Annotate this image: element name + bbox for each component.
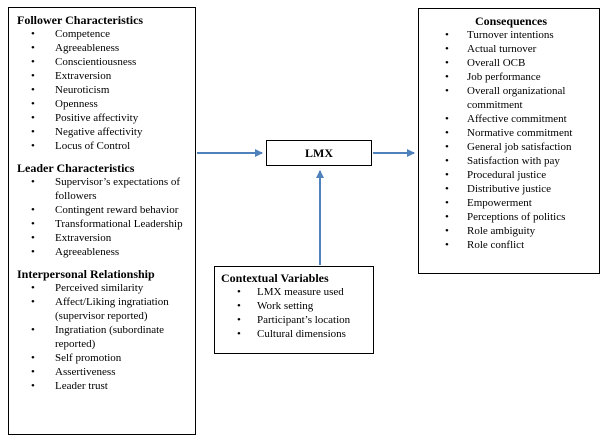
- list-item: Satisfaction with pay: [427, 154, 595, 168]
- list-item: Transformational Leadership: [17, 217, 191, 231]
- list-item: Agreeableness: [17, 41, 191, 55]
- interpersonal-relationship-section: Interpersonal Relationship Perceived sim…: [17, 267, 191, 393]
- list-item: Leader trust: [17, 379, 191, 393]
- leader-characteristics-section: Leader Characteristics Supervisor’s expe…: [17, 161, 191, 259]
- list-item: Procedural justice: [427, 168, 595, 182]
- list-item: Affect/Liking ingratiation (supervisor r…: [17, 295, 191, 323]
- list-item: Agreeableness: [17, 245, 191, 259]
- list-item: Locus of Control: [17, 139, 191, 153]
- list-item: Cultural dimensions: [221, 327, 369, 341]
- list-item: Normative commitment: [427, 126, 595, 140]
- list-item: Perceptions of politics: [427, 210, 595, 224]
- lmx-label: LMX: [305, 145, 333, 160]
- section-heading: Leader Characteristics: [17, 161, 135, 175]
- consequences-heading: Consequences: [474, 14, 547, 28]
- list-item: Ingratiation (subordinate reported): [17, 323, 191, 351]
- list-item: Job performance: [427, 70, 595, 84]
- list-item: Turnover intentions: [427, 28, 595, 42]
- list-item: Overall OCB: [427, 56, 595, 70]
- list-item: Affective commitment: [427, 112, 595, 126]
- list-item: Distributive justice: [427, 182, 595, 196]
- list-item: Positive affectivity: [17, 111, 191, 125]
- list-item: Empowerment: [427, 196, 595, 210]
- antecedents-box: Follower Characteristics Competence Agre…: [8, 7, 196, 435]
- list-item: Conscientiousness: [17, 55, 191, 69]
- list-item: Contingent reward behavior: [17, 203, 191, 217]
- list-item: Participant’s location: [221, 313, 369, 327]
- follower-characteristics-section: Follower Characteristics Competence Agre…: [17, 13, 191, 153]
- contextual-variables-box: Contextual Variables LMX measure used Wo…: [214, 266, 374, 354]
- list-item: Perceived similarity: [17, 281, 191, 295]
- list-item: Overall organizational commitment: [427, 84, 595, 112]
- list-item: Negative affectivity: [17, 125, 191, 139]
- list-item: Role conflict: [427, 238, 595, 252]
- follower-list: Competence Agreeableness Conscientiousne…: [17, 27, 191, 153]
- list-item: Self promotion: [17, 351, 191, 365]
- list-item: Extraversion: [17, 69, 191, 83]
- interpersonal-list: Perceived similarity Affect/Liking ingra…: [17, 281, 191, 393]
- section-heading: Interpersonal Relationship: [17, 267, 155, 281]
- list-item: Extraversion: [17, 231, 191, 245]
- list-item: Neuroticism: [17, 83, 191, 97]
- list-item: Role ambiguity: [427, 224, 595, 238]
- list-item: Openness: [17, 97, 191, 111]
- leader-list: Supervisor’s expectations of followers C…: [17, 175, 191, 259]
- consequences-list: Turnover intentions Actual turnover Over…: [427, 28, 595, 252]
- list-item: LMX measure used: [221, 285, 369, 299]
- lmx-node: LMX: [266, 140, 372, 166]
- list-item: General job satisfaction: [427, 140, 595, 154]
- list-item: Actual turnover: [427, 42, 595, 56]
- list-item: Assertiveness: [17, 365, 191, 379]
- list-item: Competence: [17, 27, 191, 41]
- section-heading: Follower Characteristics: [17, 13, 144, 27]
- contextual-list: LMX measure used Work setting Participan…: [221, 285, 369, 341]
- consequences-box: Consequences Turnover intentions Actual …: [418, 8, 600, 274]
- list-item: Supervisor’s expectations of followers: [17, 175, 191, 203]
- contextual-heading: Contextual Variables: [221, 271, 329, 285]
- list-item: Work setting: [221, 299, 369, 313]
